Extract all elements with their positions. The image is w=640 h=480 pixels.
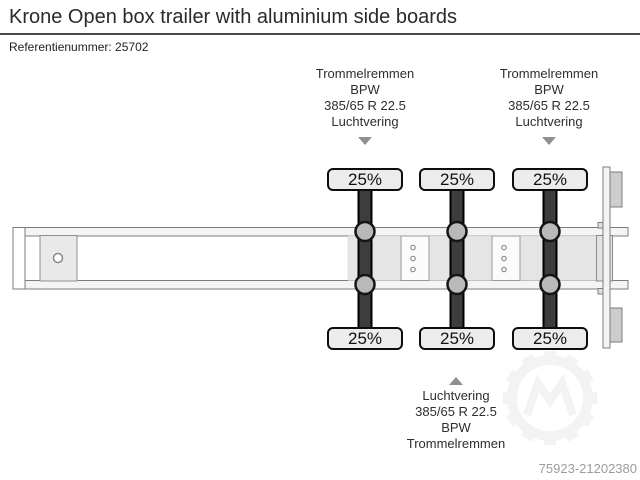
spec-line-tyresize: 385/65 R 22.5 <box>508 98 590 113</box>
spec-line-suspension: Luchtvering <box>422 388 490 403</box>
tread-badge-axle3-top: 25% <box>512 168 588 191</box>
down-arrow-icon <box>542 137 556 145</box>
spec-line-brakes: Trommelremmen <box>315 66 415 81</box>
reference-number: Referentienummer: 25702 <box>9 40 149 54</box>
tread-badge-axle2-top: 25% <box>419 168 495 191</box>
cross-plate-1 <box>400 235 430 281</box>
kingpin <box>52 252 64 264</box>
watermark-gear-logo <box>503 351 597 445</box>
spec-line-brakes: Trommelremmen <box>499 66 599 81</box>
hub-axle3-bottom <box>539 273 561 296</box>
axle-spec-top-rear: Trommelremmen BPW 385/65 R 22.5 Luchtver… <box>464 66 634 130</box>
rear-lamp-bottom <box>609 307 623 343</box>
spec-line-brakes: Trommelremmen <box>406 436 506 451</box>
hub-axle2-top <box>446 220 468 243</box>
frame-rail-top <box>12 227 629 237</box>
hub-axle1-bottom <box>354 273 376 296</box>
page-title: Krone Open box trailer with aluminium si… <box>9 6 457 28</box>
up-arrow-icon <box>449 377 463 385</box>
spec-line-maker: BPW <box>534 82 564 97</box>
spec-line-suspension: Luchtvering <box>515 114 583 129</box>
axle-3 <box>539 176 561 340</box>
spec-line-maker: BPW <box>441 420 471 435</box>
suspension-zone <box>347 235 600 281</box>
hub-axle2-bottom <box>446 273 468 296</box>
frame-rail-bottom <box>12 280 629 290</box>
rear-lamp-top <box>609 171 623 208</box>
tread-badge-axle3-bottom: 25% <box>512 327 588 350</box>
spec-line-maker: BPW <box>350 82 380 97</box>
axle-spec-bottom: Luchtvering 385/65 R 22.5 BPW Trommelrem… <box>371 388 541 452</box>
axle-spec-top-front: Trommelremmen BPW 385/65 R 22.5 Luchtver… <box>280 66 450 130</box>
cross-plate-2 <box>491 235 521 281</box>
title-divider <box>0 33 640 35</box>
tread-badge-axle1-bottom: 25% <box>327 327 403 350</box>
axle-2 <box>446 176 468 340</box>
tread-badge-axle1-top: 25% <box>327 168 403 191</box>
rear-bumper-bar <box>602 166 611 349</box>
tread-badge-axle2-bottom: 25% <box>419 327 495 350</box>
down-arrow-icon <box>358 137 372 145</box>
front-cross-member <box>12 227 26 290</box>
listing-id: 75923-21202380 <box>538 461 637 476</box>
axle-1 <box>354 176 376 340</box>
hub-axle1-top <box>354 220 376 243</box>
hub-axle3-top <box>539 220 561 243</box>
spec-line-tyresize: 385/65 R 22.5 <box>415 404 497 419</box>
spec-line-tyresize: 385/65 R 22.5 <box>324 98 406 113</box>
spec-line-suspension: Luchtvering <box>331 114 399 129</box>
